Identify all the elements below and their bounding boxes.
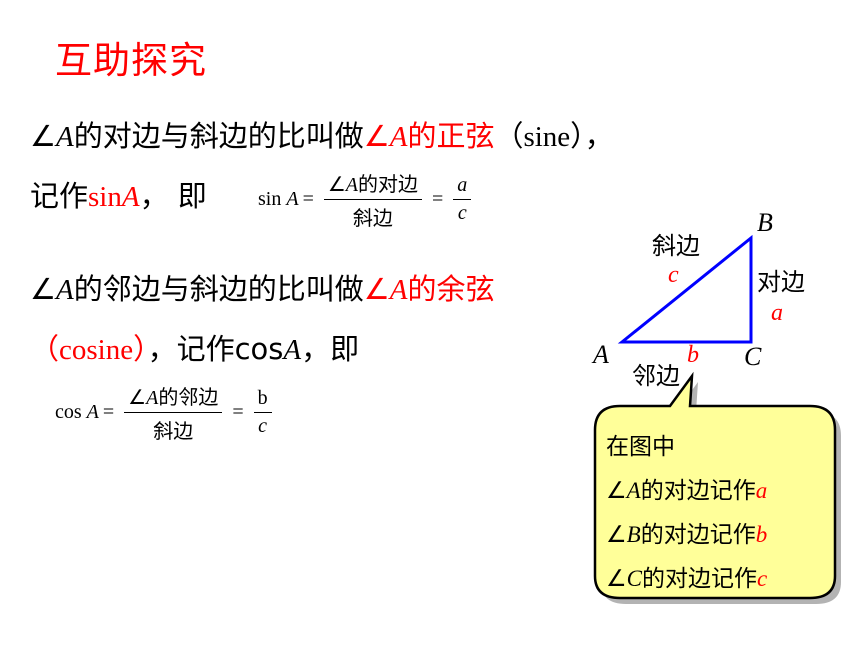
angle-symbol: ∠ bbox=[30, 119, 56, 153]
var-c: C bbox=[626, 566, 642, 591]
angle-symbol: ∠ bbox=[128, 387, 147, 409]
numerator-text: 的对边 bbox=[358, 174, 418, 196]
var-a-red: A bbox=[121, 181, 140, 213]
var-b: B bbox=[626, 522, 641, 547]
numerator: ∠A的邻边 bbox=[124, 381, 223, 413]
sin-func-red: sin bbox=[88, 181, 122, 213]
numerator-b: b bbox=[253, 387, 272, 413]
notation-text: 记作 bbox=[30, 179, 89, 213]
denominator: 斜边 bbox=[153, 421, 194, 443]
sine-definition-line: ∠A的对边与斜边的比叫做∠A的正弦（sine）， bbox=[30, 113, 614, 155]
sine-term: 的正弦 bbox=[407, 119, 495, 153]
var-a-red: A bbox=[389, 121, 408, 153]
adjacent-label: 邻边 bbox=[632, 362, 680, 390]
notation-text-2: ，即 bbox=[301, 332, 360, 366]
func-cos: cos bbox=[55, 401, 82, 423]
callout-body bbox=[593, 371, 837, 600]
callout-row-b: ∠B的对边记作b bbox=[606, 513, 767, 557]
equals-sign-2: = bbox=[232, 401, 244, 423]
opposite-label: 对边 bbox=[757, 268, 805, 296]
letter-b: b bbox=[755, 522, 768, 547]
cosine-term: 的余弦 bbox=[407, 272, 495, 306]
row-text: 的对边记作 bbox=[640, 522, 756, 548]
vertex-c-label: C bbox=[744, 342, 762, 371]
hypotenuse-label: 斜边 bbox=[652, 232, 700, 260]
func-sin: sin bbox=[258, 188, 282, 210]
notation-text-2: ， 即 bbox=[139, 179, 207, 213]
callout-row-a: ∠A的对边记作a bbox=[606, 469, 767, 513]
page-title: 互助探究 bbox=[55, 39, 207, 82]
angle-symbol: ∠ bbox=[327, 174, 346, 196]
var-a: A bbox=[56, 274, 74, 306]
row-text: 的对边记作 bbox=[640, 478, 756, 504]
numerator-a: a bbox=[453, 174, 472, 200]
hypotenuse-letter: c bbox=[668, 262, 679, 288]
equals-sign: = bbox=[102, 401, 115, 423]
denominator-c: c bbox=[258, 415, 268, 437]
def-text: 的邻边与斜边的比叫做 bbox=[73, 272, 364, 306]
vertex-a-label: A bbox=[593, 340, 609, 369]
equals-sign: = bbox=[302, 188, 314, 210]
angle-symbol-red: ∠ bbox=[363, 272, 390, 306]
denominator-c: c bbox=[457, 202, 467, 224]
letter-a: a bbox=[755, 478, 768, 503]
var-a-red: A bbox=[389, 274, 408, 306]
angle-symbol: ∠ bbox=[606, 566, 627, 592]
var-a: A bbox=[283, 334, 302, 366]
vertex-b-label: B bbox=[757, 208, 773, 237]
formula-var: A bbox=[86, 401, 99, 423]
cosine-notation-line: （cosine），记作cosA，即 bbox=[30, 326, 359, 368]
cosine-definition-line: ∠A的邻边与斜边的比叫做∠A的余弦 bbox=[30, 266, 494, 308]
callout-text: 在图中 ∠A的对边记作a ∠B的对边记作b ∠C的对边记作c bbox=[606, 425, 767, 601]
callout-bubble bbox=[593, 371, 841, 604]
denominator: 斜边 bbox=[352, 208, 393, 230]
angle-symbol: ∠ bbox=[30, 272, 56, 306]
sine-english: （sine）， bbox=[494, 121, 614, 153]
callout-heading: 在图中 bbox=[606, 434, 675, 460]
angle-symbol-red: ∠ bbox=[363, 119, 390, 153]
fraction-b-c: b c bbox=[253, 387, 272, 438]
cosine-formula: cos A = ∠A的邻边 斜边 = b c bbox=[55, 381, 278, 444]
var-a: A bbox=[626, 478, 641, 503]
fraction-adj-hyp: ∠A的邻边 斜边 bbox=[124, 381, 223, 444]
var-a: A bbox=[146, 387, 159, 409]
fraction-a-c: a c bbox=[453, 174, 472, 225]
row-text: 的对边记作 bbox=[641, 566, 757, 592]
letter-c: c bbox=[756, 566, 768, 591]
cosine-english: （cosine） bbox=[30, 334, 148, 366]
var-a: A bbox=[56, 121, 74, 153]
fraction-opp-hyp: ∠A的对边 斜边 bbox=[323, 168, 422, 231]
angle-symbol: ∠ bbox=[606, 478, 627, 504]
right-triangle bbox=[617, 234, 753, 344]
opposite-letter: a bbox=[771, 300, 783, 326]
callout-row-c: ∠C的对边记作c bbox=[606, 557, 767, 601]
notation-text: ，记作cos bbox=[147, 332, 284, 366]
sine-formula: sin A = ∠A的对边 斜边 = a c bbox=[258, 168, 477, 231]
var-a: A bbox=[345, 174, 358, 196]
numerator-text: 的邻边 bbox=[158, 387, 219, 409]
def-text: 的对边与斜边的比叫做 bbox=[73, 119, 364, 153]
sine-notation-line: 记作sinA， 即 bbox=[30, 173, 207, 215]
equals-sign-2: = bbox=[432, 188, 444, 210]
adjacent-letter: b bbox=[687, 342, 699, 368]
numerator: ∠A的对边 bbox=[323, 168, 422, 200]
formula-var: A bbox=[286, 188, 299, 210]
angle-symbol: ∠ bbox=[606, 522, 627, 548]
